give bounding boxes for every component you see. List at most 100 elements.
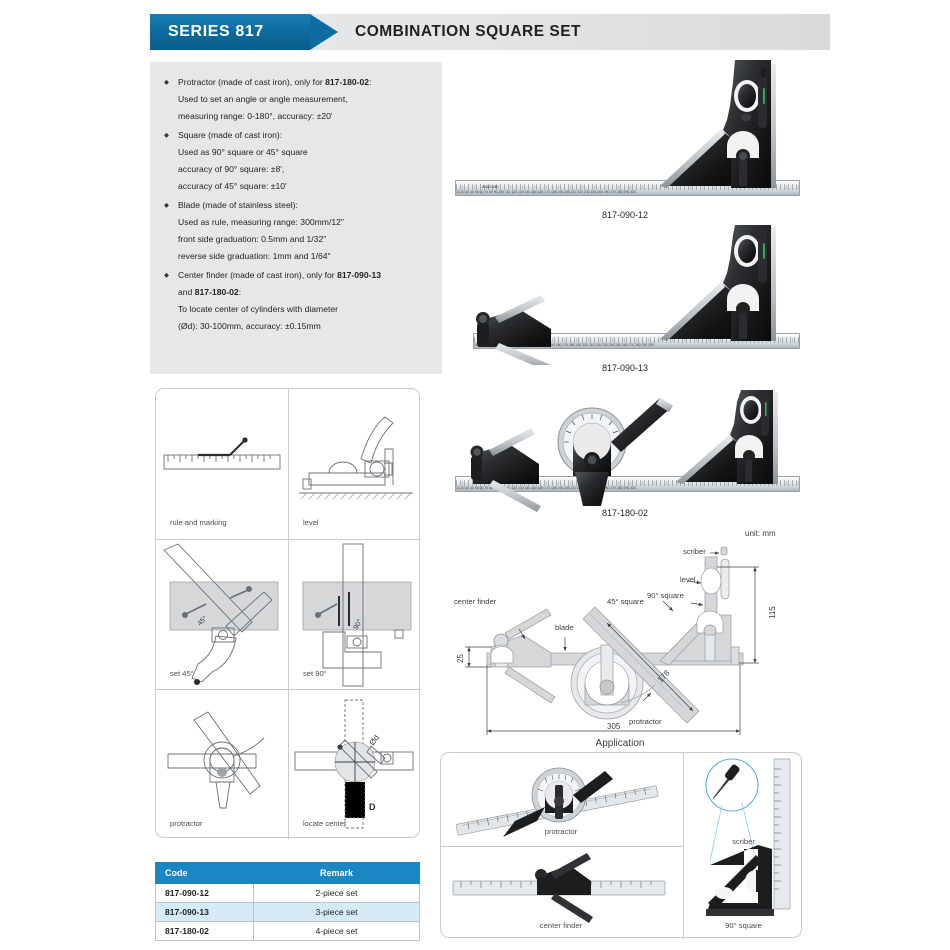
table-cell-remark: 2-piece set bbox=[253, 883, 420, 903]
illustration-locate-center: Ød D locate center bbox=[289, 690, 421, 840]
callout-scriber: scriber bbox=[683, 547, 706, 556]
table-cell-code: 817-180-02 bbox=[155, 921, 254, 941]
product-photo-817-180-02: ACCUD 10 20 30 40 50 60 70 80 90 100 110… bbox=[455, 390, 800, 520]
illustration-set-45: 45° set 45° bbox=[156, 540, 288, 690]
spec-line: (Ød): 30-100mm, accuracy: ±0.15mm bbox=[178, 321, 321, 331]
table-cell-remark: 4-piece set bbox=[253, 921, 420, 941]
application-photo-scriber-square bbox=[684, 753, 803, 939]
application-photo-protractor bbox=[441, 753, 683, 846]
level-drawing bbox=[299, 416, 413, 500]
unit-label: unit: mm bbox=[745, 529, 776, 538]
product-code-caption: 817-180-02 bbox=[601, 508, 649, 518]
rule-number-scale: 10 20 30 40 50 60 70 80 90 100 110 120 1… bbox=[474, 343, 654, 347]
center-finder-and-square-graphic bbox=[476, 225, 776, 365]
spec-line: accuracy of 45° square: ±10' bbox=[178, 181, 287, 191]
four-piece-set-graphic bbox=[470, 390, 778, 512]
table-row[interactable]: 817-180-02 4-piece set bbox=[155, 921, 420, 941]
spec-line: measuring range: 0-180°, accuracy: ±20' bbox=[178, 111, 333, 121]
spec-line: Used to set an angle or angle measuremen… bbox=[178, 94, 348, 104]
application-photo-center-finder bbox=[441, 847, 683, 939]
illustration-caption: protractor bbox=[170, 819, 203, 828]
spec-heading: Blade (made of stainless steel): bbox=[164, 197, 428, 214]
callout-center-finder: center finder bbox=[454, 597, 497, 606]
specification-block: Protractor (made of cast iron), only for… bbox=[150, 62, 442, 374]
spec-line: Used as 90° square or 45° square bbox=[178, 147, 308, 157]
rule-number-scale: 10 20 30 40 50 60 70 80 90 100 110 120 1… bbox=[456, 486, 636, 490]
application-caption-90-square: 90° square bbox=[725, 921, 762, 930]
application-panel: protractor center finder bbox=[440, 752, 803, 939]
app-divider-horizontal bbox=[441, 846, 683, 847]
spec-heading: Square (made of cast iron): bbox=[164, 127, 428, 144]
spec-line: and 817-180-02: bbox=[178, 287, 242, 297]
product-code-table: Code Remark 817-090-12 2-piece set 817-0… bbox=[155, 862, 420, 941]
table-row[interactable]: 817-090-13 3-piece set bbox=[155, 902, 420, 922]
illustration-set-90: 90° set 90° bbox=[289, 540, 421, 690]
table-cell-code: 817-090-12 bbox=[155, 883, 254, 903]
callout-45-square: 45° square bbox=[607, 597, 644, 606]
spec-group-square: Square (made of cast iron): Used as 90° … bbox=[164, 127, 428, 195]
illustration-caption: set 90° bbox=[303, 669, 327, 678]
rule-ticks-lower bbox=[456, 184, 799, 190]
series-tag: SERIES 817 bbox=[150, 14, 310, 50]
set-90-drawing: 90° bbox=[302, 543, 412, 687]
dimension-25: 25 bbox=[456, 654, 465, 663]
application-caption-protractor: protractor bbox=[544, 827, 578, 836]
diameter-annotation: Ød bbox=[367, 733, 381, 747]
illustration-caption: set 45° bbox=[170, 669, 194, 678]
spec-line: accuracy of 90° square: ±8', bbox=[178, 164, 285, 174]
spec-line: front side graduation: 0.5mm and 1/32" bbox=[178, 234, 327, 244]
grid-divider-horizontal bbox=[156, 689, 421, 690]
dimension-305: 305 bbox=[607, 722, 621, 731]
callout-blade: blade bbox=[555, 623, 574, 632]
table-row[interactable]: 817-090-12 2-piece set bbox=[155, 883, 420, 903]
application-illustration-grid: rule and marking bbox=[155, 388, 421, 840]
table-header-row: Code Remark bbox=[155, 862, 420, 884]
locate-center-drawing: Ød D bbox=[294, 699, 414, 829]
illustration-caption: locate center bbox=[303, 819, 347, 828]
callout-protractor: protractor bbox=[629, 717, 662, 726]
rule-ticks-lower bbox=[456, 480, 799, 486]
application-title: Application bbox=[595, 738, 645, 749]
illustration-rule-and-marking: rule and marking bbox=[156, 389, 288, 539]
illustration-protractor: protractor bbox=[156, 690, 288, 840]
rule-brand-label: ACCUD bbox=[482, 184, 498, 189]
rule-number-scale: 10 20 30 40 50 60 70 80 90 100 110 120 1… bbox=[456, 190, 636, 194]
protractor-application-svg bbox=[455, 767, 659, 837]
series-tag-arrow bbox=[310, 14, 338, 50]
product-photo-817-090-12: ACCUD 10 20 30 40 50 60 70 80 90 100 110… bbox=[455, 60, 800, 220]
steel-rule: ACCUD 10 20 30 40 50 60 70 80 90 100 110… bbox=[455, 476, 800, 492]
grid-divider-vertical bbox=[288, 389, 289, 839]
illustration-caption: level bbox=[303, 518, 319, 527]
protractor-drawing bbox=[167, 711, 265, 809]
spec-line: To locate center of cylinders with diame… bbox=[178, 304, 339, 314]
app-divider-vertical bbox=[683, 753, 684, 939]
dimension-115: 115 bbox=[768, 606, 777, 619]
scriber-square-application-svg bbox=[705, 758, 791, 916]
product-code-caption: 817-090-13 bbox=[601, 363, 649, 373]
callout-90-square: 90° square bbox=[647, 591, 684, 600]
grid-divider-horizontal bbox=[156, 539, 421, 540]
spec-heading: Protractor (made of cast iron), only for… bbox=[164, 74, 428, 91]
page-title: COMBINATION SQUARE SET bbox=[355, 23, 581, 40]
spec-group-center-finder: Center finder (made of cast iron), only … bbox=[164, 267, 428, 335]
callout-level: level bbox=[680, 575, 696, 584]
spec-group-blade: Blade (made of stainless steel): Used as… bbox=[164, 197, 428, 265]
table-cell-code: 817-090-13 bbox=[155, 902, 254, 922]
assembly-dimension-svg: 115 25 305 178 bbox=[456, 546, 777, 735]
illustration-caption: rule and marking bbox=[170, 518, 227, 527]
product-code-caption: 817-090-12 bbox=[601, 210, 649, 220]
workpiece-label: D bbox=[369, 802, 376, 812]
rule-ticks-lower bbox=[474, 337, 799, 343]
product-photo-817-090-13: ACCUD 10 20 30 40 50 60 70 80 90 100 110… bbox=[455, 225, 800, 373]
table-header-code: Code bbox=[155, 862, 254, 884]
table-cell-remark: 3-piece set bbox=[253, 902, 420, 922]
square-head-graphic bbox=[660, 60, 776, 188]
spec-heading: Center finder (made of cast iron), only … bbox=[164, 267, 428, 284]
illustration-level: level bbox=[289, 389, 421, 539]
spec-line: Used as rule, measuring range: 300mm/12" bbox=[178, 217, 344, 227]
set-45-drawing: 45° bbox=[163, 543, 279, 685]
center-finder-application-svg bbox=[452, 853, 666, 923]
dimension-drawing: 115 25 305 178 center finder blade protr… bbox=[454, 535, 800, 740]
series-tag-label: SERIES 817 bbox=[168, 23, 264, 40]
table-header-remark: Remark bbox=[253, 862, 420, 884]
